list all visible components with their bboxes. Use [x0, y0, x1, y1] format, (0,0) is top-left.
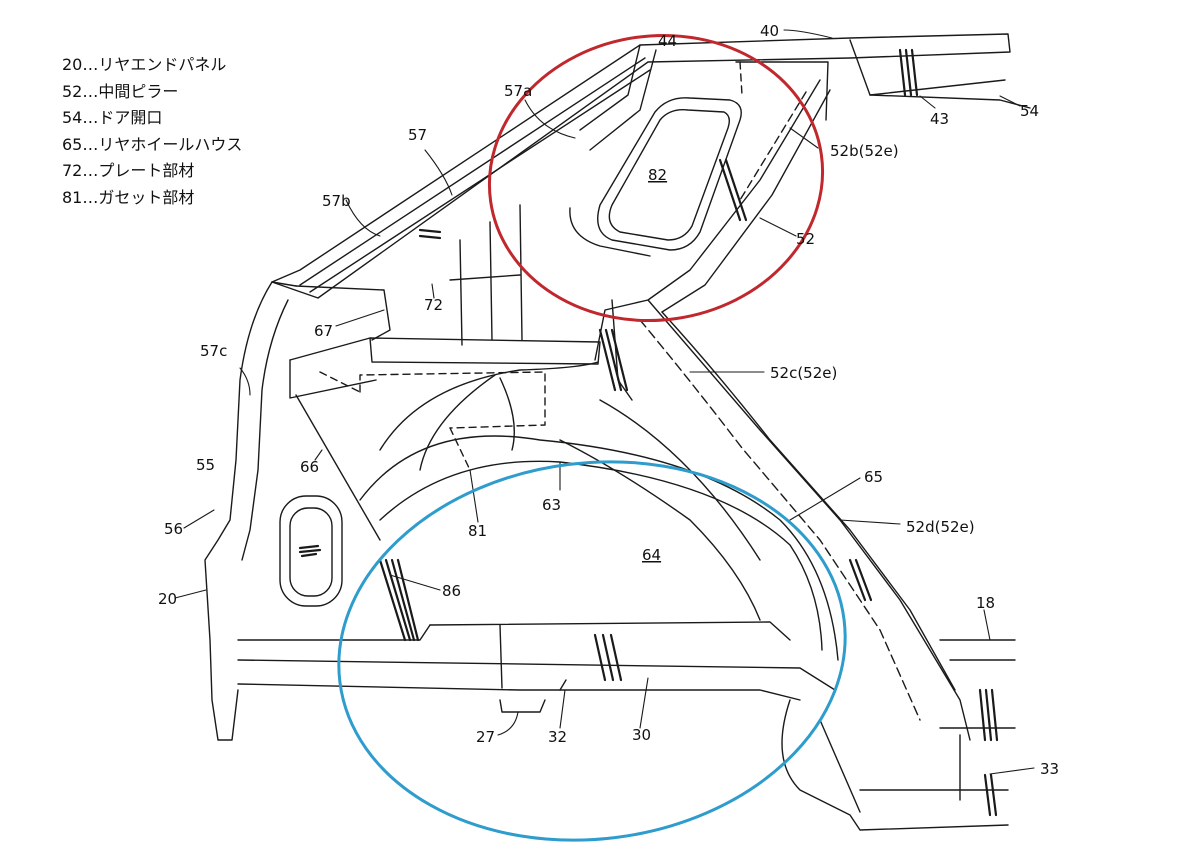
legend-item-72: 72…プレート部材 [62, 161, 195, 180]
legend-item-52: 52…中間ピラー [62, 81, 179, 101]
label-52d: 52d(52e) [906, 518, 975, 536]
rear-frame-33 [781, 639, 1016, 831]
label-20: 20 [158, 590, 177, 608]
legend-item-81: 81…ガセット部材 [62, 187, 195, 207]
label-52: 52 [796, 230, 815, 248]
label-72: 72 [424, 296, 443, 314]
upper-gusset-82 [569, 97, 742, 257]
label-82: 82 [648, 166, 667, 184]
inner-panel-66 [289, 337, 601, 541]
plate-72 [449, 204, 523, 346]
highlight-ellipse-red [487, 33, 825, 323]
label-65: 65 [864, 468, 883, 486]
label-57: 57 [408, 126, 427, 144]
label-66: 66 [300, 458, 319, 476]
label-44: 44 [658, 32, 677, 50]
wheel-house-65 [359, 374, 839, 661]
highlight-ellipse-blue [337, 460, 847, 842]
label-40: 40 [760, 22, 779, 40]
label-55: 55 [196, 456, 215, 474]
label-57b: 57b [322, 192, 351, 210]
label-63: 63 [542, 496, 561, 514]
label-52b: 52b(52e) [830, 142, 899, 160]
label-27: 27 [476, 728, 495, 746]
label-54: 54 [1020, 102, 1039, 120]
roof-rail [271, 33, 1031, 299]
legend-item-54: 54…ドア開口 [62, 108, 163, 127]
label-67: 67 [314, 322, 333, 340]
reference-legend: 20…リヤエンドパネル 52…中間ピラー 54…ドア開口 65…リヤホイールハウ… [62, 52, 242, 211]
label-86: 86 [442, 582, 461, 600]
legend-item-20: 20…リヤエンドパネル [62, 55, 227, 74]
label-33: 33 [1040, 760, 1059, 778]
label-18: 18 [976, 594, 995, 612]
hatching [298, 48, 999, 817]
label-32: 32 [548, 728, 567, 746]
label-81: 81 [468, 522, 487, 540]
label-64: 64 [642, 546, 661, 564]
leader-lines [174, 29, 1035, 775]
label-57c: 57c [200, 342, 227, 360]
label-52c: 52c(52e) [770, 364, 837, 382]
label-56: 56 [164, 520, 183, 538]
opening-86 [279, 495, 343, 607]
side-sill-30 [237, 621, 836, 713]
label-43: 43 [930, 110, 949, 128]
legend-item-65: 65…リヤホイールハウス [62, 134, 243, 154]
label-30: 30 [632, 726, 651, 744]
label-57a: 57a [504, 82, 532, 100]
